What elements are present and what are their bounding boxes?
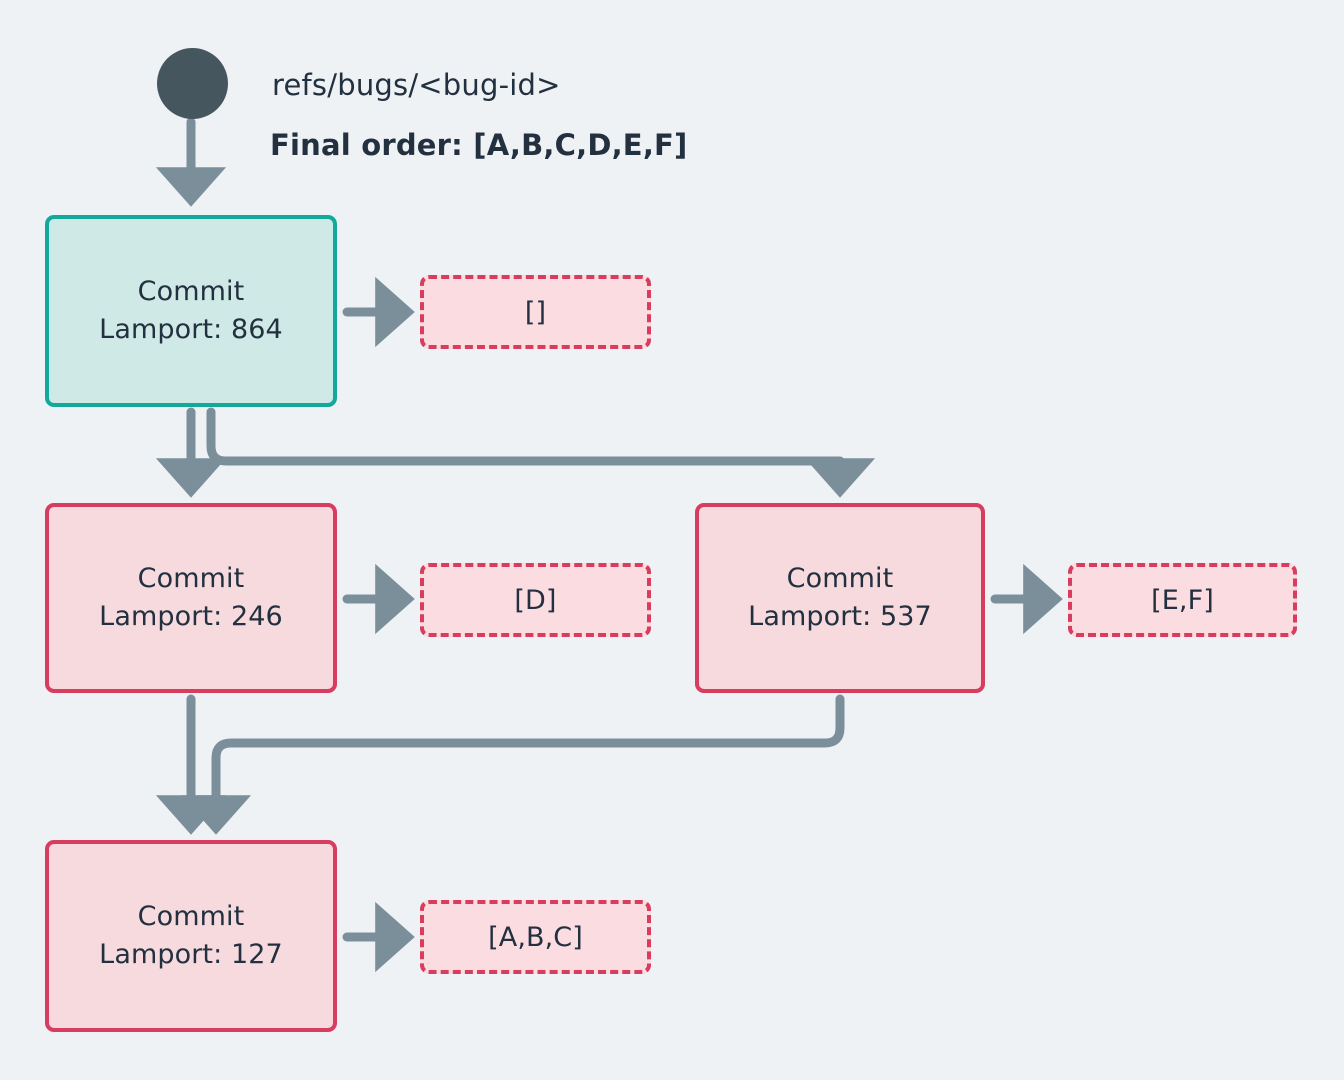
edge-537-to-127 bbox=[180, 694, 845, 835]
commit-node-lamport: Lamport: 127 bbox=[99, 939, 283, 970]
badge-864[interactable]: [] bbox=[420, 275, 651, 349]
commit-node-lamport: Lamport: 246 bbox=[99, 601, 283, 632]
badge-label: [E,F] bbox=[1151, 584, 1214, 616]
commit-node-864[interactable]: Commit Lamport: 864 bbox=[45, 215, 337, 407]
final-order-label: Final order: [A,B,C,D,E,F] bbox=[270, 128, 688, 162]
commit-node-lamport: Lamport: 864 bbox=[99, 314, 283, 345]
commit-node-537[interactable]: Commit Lamport: 537 bbox=[695, 503, 985, 693]
commit-node-title: Commit bbox=[137, 562, 245, 594]
edge-864-to-537 bbox=[206, 407, 876, 498]
badge-246[interactable]: [D] bbox=[420, 563, 651, 637]
commit-node-title: Commit bbox=[137, 275, 245, 307]
commit-node-lamport: Lamport: 537 bbox=[748, 601, 932, 632]
badge-537[interactable]: [E,F] bbox=[1068, 563, 1297, 637]
badge-label: [A,B,C] bbox=[488, 921, 583, 953]
commit-node-127[interactable]: Commit Lamport: 127 bbox=[45, 840, 337, 1032]
commit-node-246[interactable]: Commit Lamport: 246 bbox=[45, 503, 337, 693]
commit-node-title: Commit bbox=[786, 562, 894, 594]
commit-node-title: Commit bbox=[137, 900, 245, 932]
ref-path-label: refs/bugs/<bug-id> bbox=[272, 68, 561, 102]
root-ref-dot bbox=[157, 48, 228, 119]
badge-label: [] bbox=[524, 296, 547, 328]
badge-127[interactable]: [A,B,C] bbox=[420, 900, 651, 974]
badge-label: [D] bbox=[514, 584, 557, 616]
